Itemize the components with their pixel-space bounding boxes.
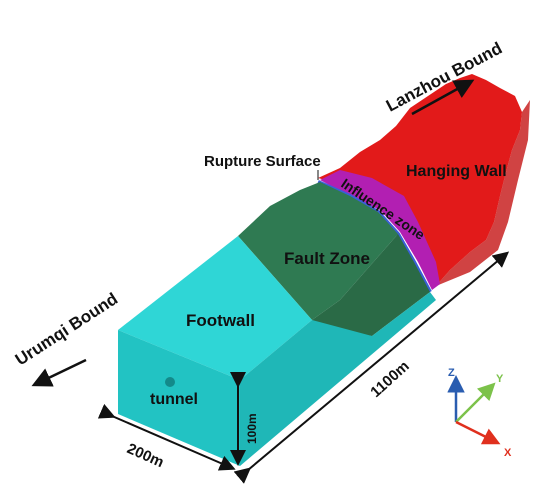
tunnel-label: tunnel <box>150 391 198 408</box>
y-axis-arrow <box>455 382 496 423</box>
width-label: 200m <box>124 440 166 471</box>
coordinate-axes: Z Y X <box>447 367 512 459</box>
y-axis-label: Y <box>496 373 504 385</box>
z-axis-label: Z <box>448 367 455 379</box>
urumqi-direction-arrow <box>31 358 87 387</box>
hanging-wall-label: Hanging Wall <box>406 163 507 180</box>
lanzhou-direction-arrow <box>411 79 475 116</box>
fault-zone-top <box>238 182 398 320</box>
hanging-wall-shade <box>436 100 530 286</box>
urumqi-bound-label: Urumqi Bound <box>12 289 121 369</box>
depth-label: 100m <box>245 413 259 444</box>
hanging-wall-block <box>318 74 522 286</box>
length-dimension-arrow <box>233 251 510 484</box>
tunnel-opening <box>165 377 175 387</box>
width-dimension-arrow <box>97 403 236 471</box>
x-axis-label: X <box>504 447 512 459</box>
rupture-surface-label: Rupture Surface <box>204 153 321 170</box>
fault-zone-label: Fault Zone <box>284 249 370 268</box>
x-axis-arrow <box>455 420 501 445</box>
footwall-label: Footwall <box>186 311 255 330</box>
